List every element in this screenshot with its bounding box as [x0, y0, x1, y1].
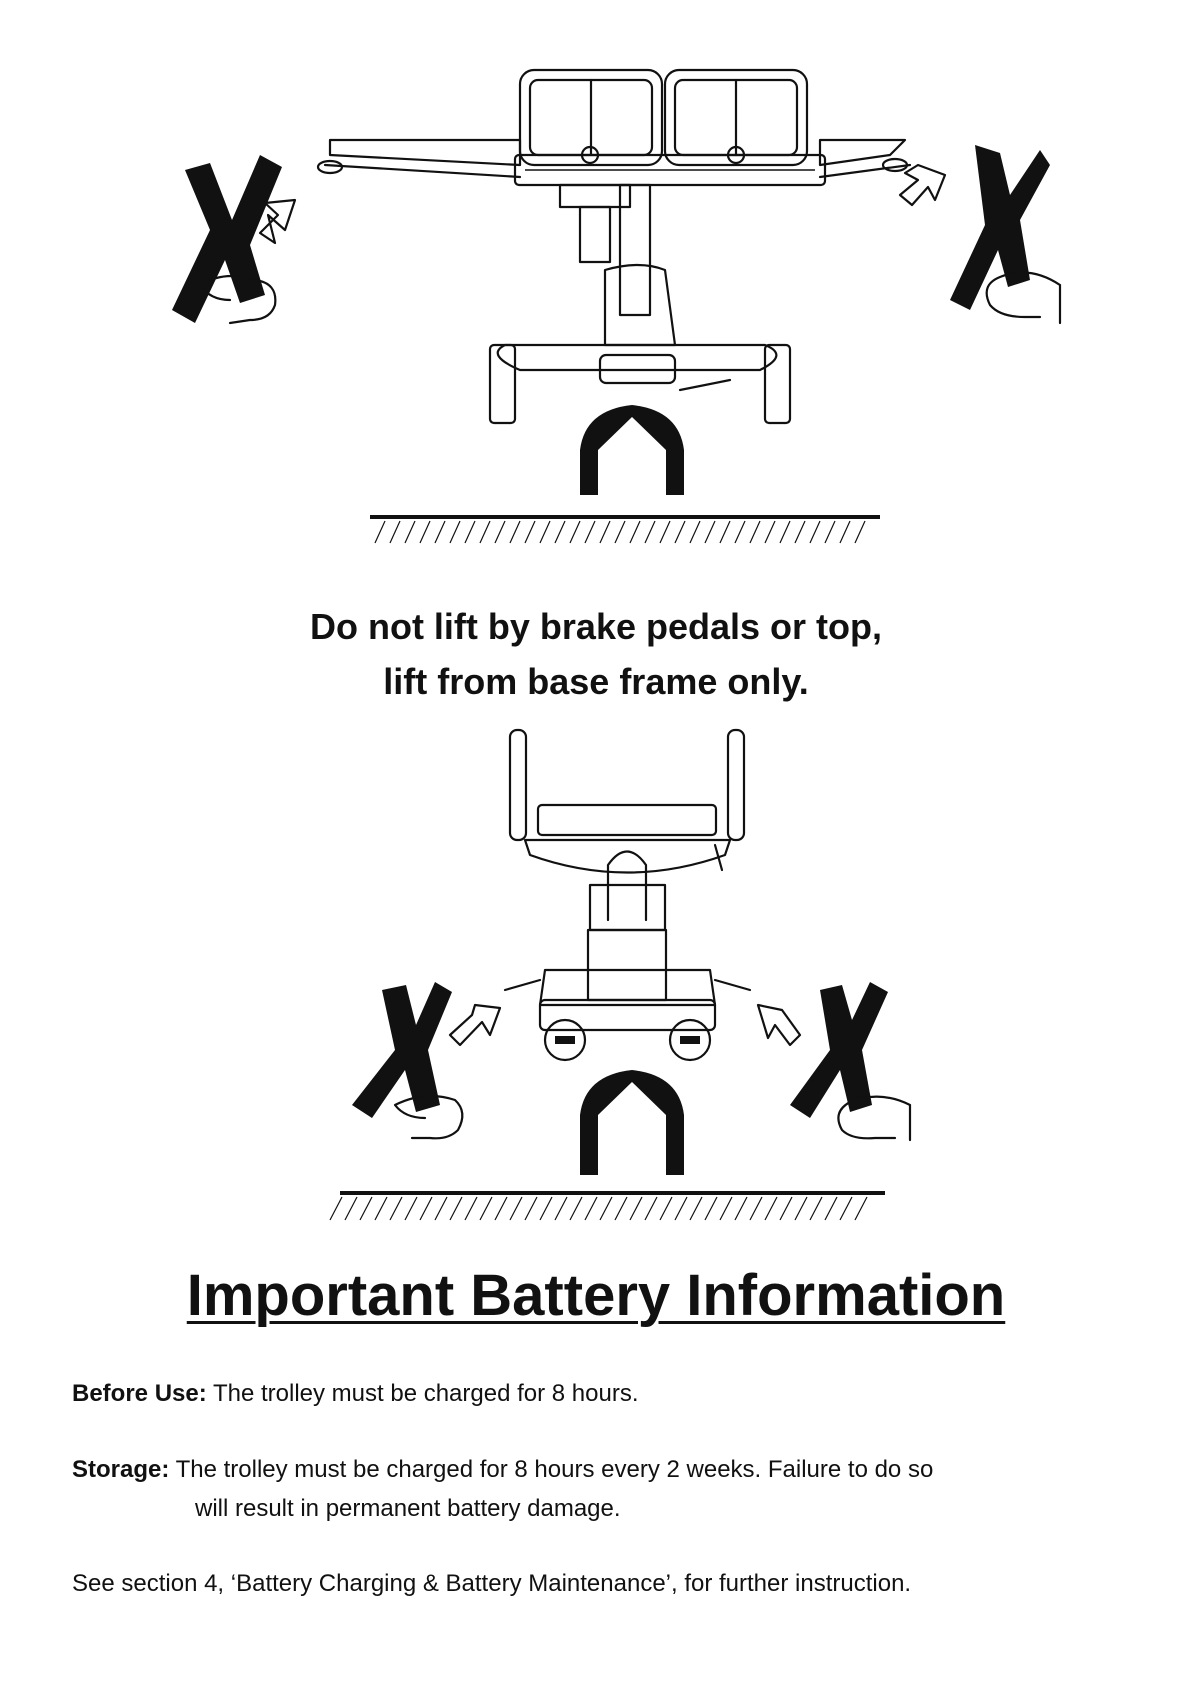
hand-icon — [393, 1094, 464, 1140]
outline-arrow-icon — [448, 1003, 502, 1047]
cross-icon — [172, 155, 282, 323]
outline-arrow-icon — [756, 1003, 802, 1047]
storage-paragraph: Storage: The trolley must be charged for… — [72, 1455, 1132, 1485]
cross-icon — [950, 145, 1050, 310]
battery-info-heading: Important Battery Information — [186, 1263, 1006, 1328]
warning-line-2: lift from base frame only. — [383, 661, 809, 702]
before-use-paragraph: Before Use: The trolley must be charged … — [72, 1379, 1132, 1409]
hand-icon — [985, 271, 1062, 325]
warning-line-1: Do not lift by brake pedals or top, — [309, 606, 883, 647]
trolley-illustration — [316, 68, 912, 425]
storage-label: Storage: — [72, 1456, 170, 1483]
bottom-trolley-figure — [0, 720, 1192, 1240]
cross-icon — [790, 982, 888, 1118]
lift-arrow-icon — [580, 1070, 684, 1175]
cross-icon — [352, 982, 452, 1118]
outline-arrow-icon — [258, 198, 297, 245]
see-section-note: See section 4, ‘Battery Charging & Batte… — [72, 1570, 912, 1597]
before-use-text: The trolley must be charged for 8 hours. — [206, 1380, 639, 1407]
top-trolley-figure — [0, 55, 1192, 555]
hand-icon — [837, 1095, 912, 1142]
ground-line — [370, 515, 880, 544]
trolley-illustration — [503, 728, 752, 1062]
hand-icon — [198, 274, 277, 325]
ground-line — [329, 1191, 885, 1221]
lift-arrow-icon — [580, 405, 684, 495]
storage-text: The trolley must be charged for 8 hours … — [169, 1456, 934, 1483]
outline-arrow-icon — [898, 163, 947, 207]
before-use-label: Before Use: — [72, 1380, 207, 1407]
storage-text-continued: will result in permanent battery damage. — [195, 1495, 621, 1522]
